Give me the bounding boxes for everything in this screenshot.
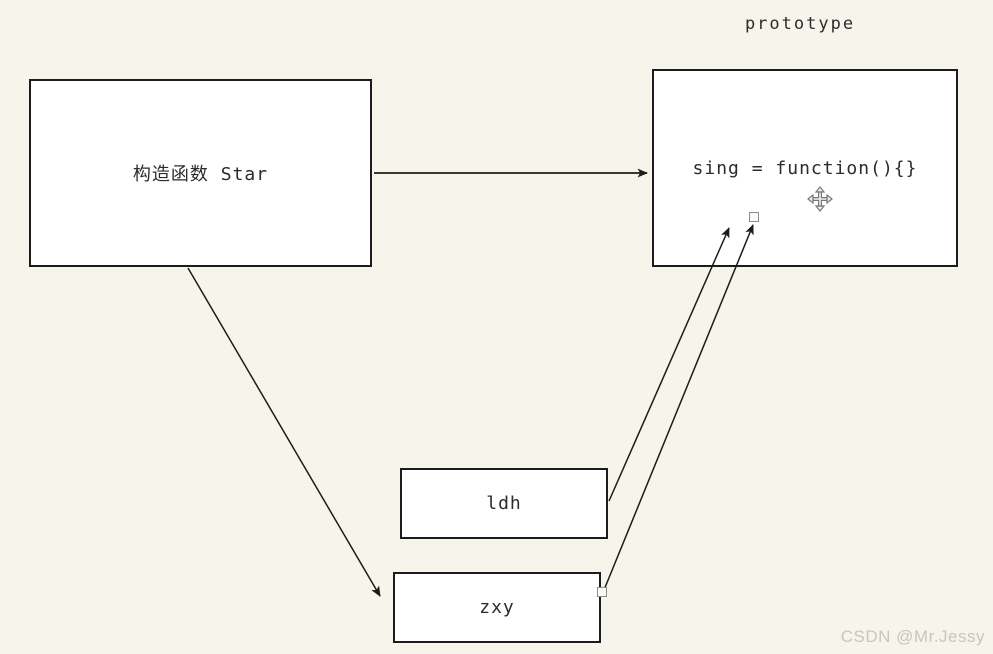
instance-ldh-box[interactable]: ldh [400,468,608,539]
connector-constructor-to-zxy[interactable] [187,267,381,597]
constructor-star-label: 构造函数 Star [132,164,269,185]
watermark: CSDN @Mr.Jessy [840,627,985,646]
prototype-object-label: sing = function(){} [692,157,918,179]
connection-handle[interactable] [597,587,607,597]
instance-zxy-label: zxy [479,597,515,618]
move-icon [807,186,833,212]
prototype-object-box[interactable]: sing = function(){} [652,69,958,267]
connector-zxy-to-prototype[interactable] [603,224,754,591]
instance-ldh-label: ldh [486,493,522,514]
connector-ldh-to-prototype[interactable] [608,227,730,502]
instance-zxy-box[interactable]: zxy [393,572,601,643]
prototype-title-label[interactable]: prototype [744,14,856,34]
constructor-star-box[interactable]: 构造函数 Star [29,79,372,267]
connection-handle[interactable] [749,212,759,222]
